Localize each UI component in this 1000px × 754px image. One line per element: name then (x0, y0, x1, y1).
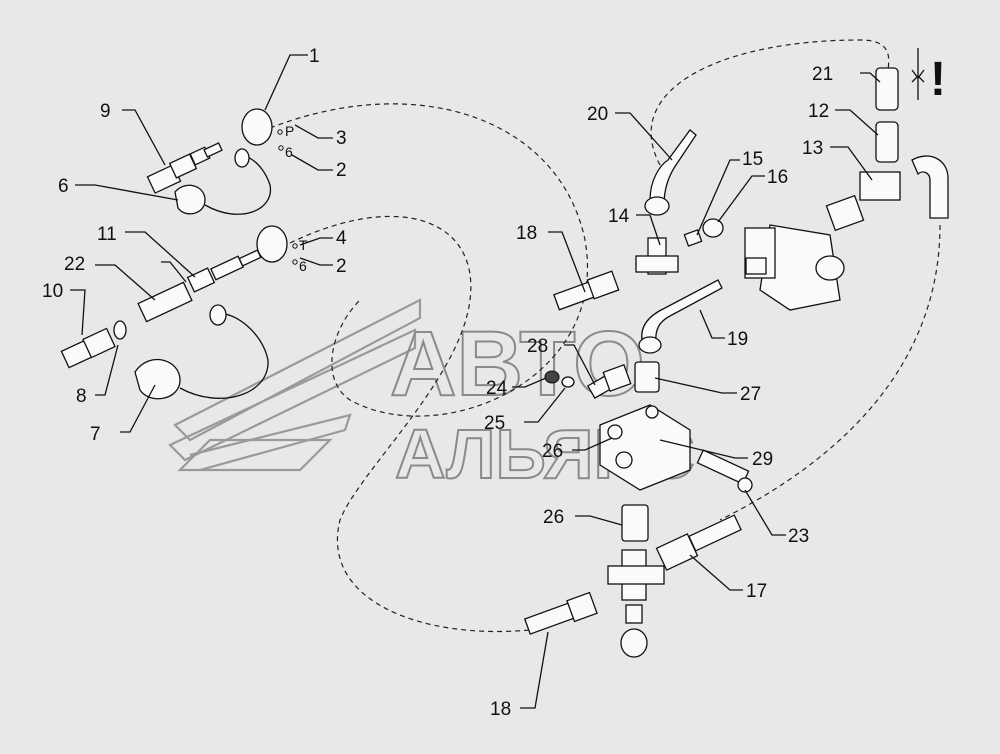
callout-15: 15 (742, 149, 763, 170)
tag-dot (292, 259, 298, 265)
callout-26a: 26 (542, 441, 563, 462)
callout-18a: 18 (516, 223, 537, 244)
fitting-26-lower (621, 504, 649, 542)
valve-block-29 (599, 404, 691, 491)
callout-2b: 2 (336, 256, 347, 277)
callout-25: 25 (484, 413, 505, 434)
watermark-logo (168, 298, 422, 472)
snap-ring-5 (256, 225, 288, 263)
callout-labels: 1 2 2 3 4 6 7 8 9 10 11 12 13 14 15 16 1… (42, 46, 833, 720)
callout-18b: 18 (490, 699, 511, 720)
callout-19: 19 (727, 329, 748, 350)
callout-28: 28 (527, 336, 548, 357)
callout-8: 8 (76, 386, 87, 407)
tag-dot (278, 145, 284, 151)
dust-cap-6 (174, 148, 272, 215)
tee-fitting-14 (635, 237, 679, 275)
callout-4: 4 (336, 228, 347, 249)
callout-3: 3 (336, 128, 347, 149)
tag-dot (292, 243, 298, 249)
callout-16: 16 (767, 167, 788, 188)
hose-end-18-bottom (523, 591, 598, 635)
elbow-fitting (911, 155, 949, 219)
fitting-lower-plug (625, 604, 643, 624)
callout-12: 12 (808, 101, 829, 122)
callout-7: 7 (90, 424, 101, 445)
warning-mark: ! (930, 53, 946, 106)
adapter-11 (186, 249, 262, 293)
hose-routes (269, 39, 941, 633)
hydraulic-pump (744, 224, 845, 311)
callout-10: 10 (42, 281, 63, 302)
callout-1: 1 (309, 46, 320, 67)
callout-14: 14 (608, 206, 630, 227)
quick-coupler-10 (60, 327, 116, 369)
tag-p: P (285, 123, 294, 139)
washer-25 (561, 376, 575, 388)
nut-16 (702, 218, 724, 238)
callout-21: 21 (812, 64, 833, 85)
watermark-line1: АВТО (390, 313, 645, 415)
tag-t: T (299, 237, 308, 253)
dust-cap-7 (134, 304, 269, 400)
fitting-27a (602, 364, 632, 392)
nut-lower (620, 628, 648, 658)
tag-6b: 6 (299, 258, 307, 274)
direction-arrow-icon (911, 48, 925, 100)
callout-24: 24 (486, 378, 508, 399)
callout-2a: 2 (336, 160, 347, 181)
plug-24 (544, 370, 560, 384)
tag-6a: 6 (285, 144, 293, 160)
hose-end-17 (655, 514, 742, 571)
coupler-22 (137, 281, 193, 323)
port-tags: P 6 T 6 (277, 123, 308, 274)
callout-9: 9 (100, 101, 111, 122)
callout-11: 11 (97, 224, 117, 245)
callout-17: 17 (746, 581, 767, 602)
tee-fitting-lower (607, 549, 665, 601)
callout-6: 6 (58, 176, 69, 197)
bolt-23 (696, 449, 753, 493)
callout-20: 20 (587, 104, 608, 125)
tag-dot (277, 129, 283, 135)
fitting-12 (875, 121, 899, 163)
hose-20 (644, 129, 697, 216)
plug-15 (683, 229, 703, 247)
hose-end-18-top (553, 270, 620, 311)
callout-26b: 26 (543, 507, 564, 528)
callout-23: 23 (788, 526, 809, 547)
fitting-27 (634, 361, 660, 393)
hose-19 (638, 279, 723, 354)
o-ring-8 (113, 320, 127, 340)
callout-22: 22 (64, 254, 85, 275)
quick-coupler-9 (146, 142, 223, 194)
callout-27: 27 (740, 384, 761, 405)
callout-29: 29 (752, 449, 773, 470)
tee-13 (825, 171, 901, 232)
fitting-21 (875, 67, 899, 111)
callout-13: 13 (802, 138, 823, 159)
snap-ring-1 (241, 108, 273, 146)
leader-lines (70, 54, 881, 709)
